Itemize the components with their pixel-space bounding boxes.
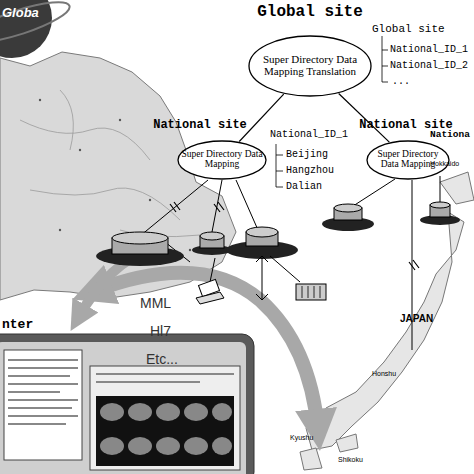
city-dot xyxy=(59,229,61,231)
text-label: Hangzhou xyxy=(286,166,334,176)
link-arrow xyxy=(256,256,268,300)
text-label: Globa xyxy=(2,6,39,19)
city-dot xyxy=(119,119,121,121)
text-label: Nationa xyxy=(430,130,470,140)
japan-map xyxy=(300,448,322,470)
text-label: MML xyxy=(140,296,171,310)
text-label: National_ID_1 xyxy=(270,130,348,140)
center-frame xyxy=(0,334,254,474)
screenshot xyxy=(4,350,82,460)
server-icon xyxy=(296,284,326,300)
network-link xyxy=(210,256,300,300)
ct-slice xyxy=(128,403,152,421)
site-ellipse: Global siteSuper Directory Data Mapping … xyxy=(248,35,372,97)
text-label: Kyushu xyxy=(290,434,313,441)
link-break-mark xyxy=(170,202,419,270)
japan-map xyxy=(336,434,358,452)
list-tree-line xyxy=(382,36,388,82)
ct-images xyxy=(96,396,234,466)
city-dot xyxy=(189,249,191,251)
laptop-icon xyxy=(196,279,224,304)
ct-slice xyxy=(184,403,208,421)
database-cylinder xyxy=(200,232,224,240)
text-label: Beijing xyxy=(286,150,328,160)
server-box xyxy=(296,284,326,300)
database-cylinder xyxy=(246,227,278,237)
text-label: National_ID_2 xyxy=(390,61,468,71)
site-ellipse: National siteSuper Directory Data Mappin… xyxy=(177,140,267,180)
server-slots xyxy=(302,286,320,298)
text-label: ... xyxy=(392,77,410,87)
ct-slice xyxy=(100,403,124,421)
ct-slice xyxy=(212,403,232,421)
node-text: Super Directory Data Mapping xyxy=(181,150,263,170)
database-cylinder xyxy=(334,204,362,212)
city-dot xyxy=(39,99,41,101)
database-group xyxy=(96,202,460,266)
screenshot-rows xyxy=(96,374,234,382)
text-label: Shikoku xyxy=(338,456,363,463)
globe-logo xyxy=(0,0,52,58)
ct-slice xyxy=(184,437,208,455)
city-dot xyxy=(79,149,81,151)
screenshot-rows xyxy=(8,360,78,424)
list-tree-line xyxy=(276,144,283,187)
ct-slice xyxy=(128,437,152,455)
ellipse-shape xyxy=(249,36,371,96)
japan-map xyxy=(440,172,474,204)
ct-slice xyxy=(156,403,180,421)
map-river xyxy=(20,90,200,237)
screenshot xyxy=(90,366,240,470)
ct-slice xyxy=(100,437,124,455)
japan-map xyxy=(306,212,464,450)
database-cylinder xyxy=(430,202,450,208)
network-link xyxy=(140,176,440,350)
text-label: Hl7 xyxy=(150,324,171,338)
ct-slice xyxy=(156,437,180,455)
city-dot xyxy=(149,199,151,201)
text-label: Etc... xyxy=(146,352,178,366)
laptop-base xyxy=(196,292,224,304)
database-cylinder xyxy=(112,232,168,244)
text-label: National_ID_1 xyxy=(390,45,468,55)
center-panel xyxy=(0,342,246,474)
text-label: Dalian xyxy=(286,182,322,192)
globe-ring xyxy=(0,0,73,49)
ellipse-shape xyxy=(178,141,266,179)
text-label: Honshu xyxy=(372,370,396,377)
ct-slice xyxy=(212,437,232,455)
site-heading: National site xyxy=(150,118,250,132)
node-text: Super Directory Data Mapping Translation xyxy=(260,54,360,77)
text-label: JAPAN xyxy=(400,314,433,324)
site-heading: Global site xyxy=(240,3,380,21)
ct-slices xyxy=(100,403,232,455)
text-label: Hokkaido xyxy=(430,160,459,167)
text-label: nter xyxy=(2,318,33,331)
text-label: Global site xyxy=(372,24,445,35)
